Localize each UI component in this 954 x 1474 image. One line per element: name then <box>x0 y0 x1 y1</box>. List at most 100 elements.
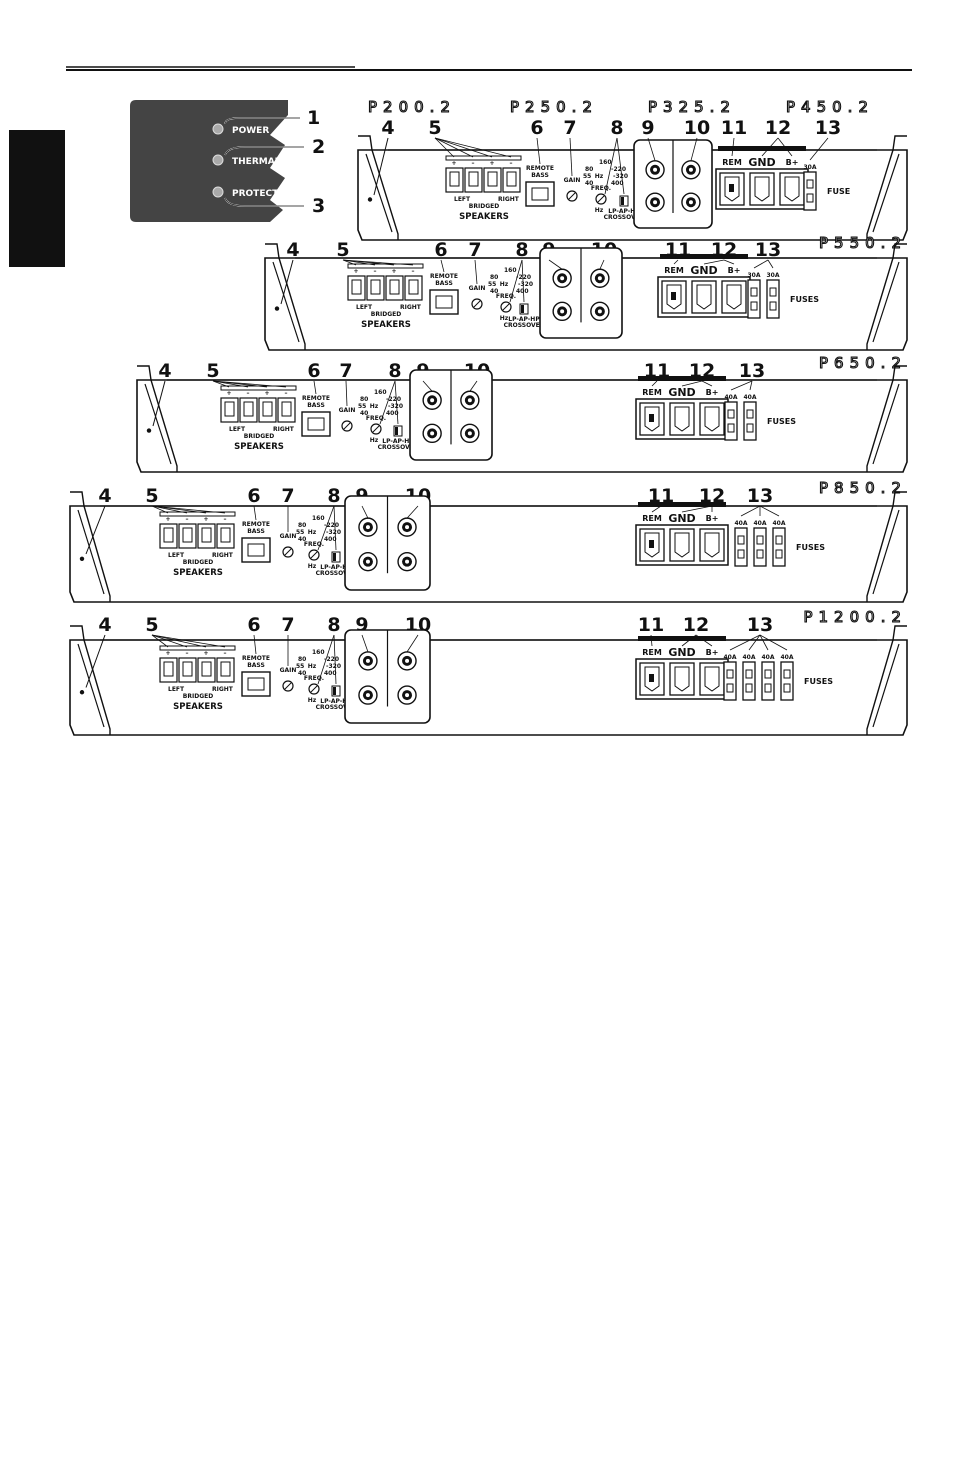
gain-knob-slot <box>284 548 292 556</box>
freq-scale: 55 <box>296 529 304 536</box>
callout-5: 5 <box>336 239 349 261</box>
freq-knob-slot <box>310 685 318 693</box>
freq-scale: 40 <box>360 410 368 417</box>
freq-scale: 80 <box>585 166 593 173</box>
callout-7: 7 <box>468 239 481 261</box>
callout-4: 4 <box>98 485 111 507</box>
power-led-icon <box>212 123 224 135</box>
callout-leader <box>151 505 226 514</box>
fuse-rating: 40A <box>754 520 767 527</box>
gain-label: GAIN <box>280 533 297 540</box>
callout-6: 6 <box>247 614 260 636</box>
speaker-left-label: LEFT <box>229 426 246 433</box>
crossover-switch-toggle <box>621 197 624 205</box>
bplus-label: B+ <box>786 158 799 167</box>
led-label-power: POWER <box>232 126 269 136</box>
chassis-body <box>357 149 908 241</box>
fuse-label: FUSES <box>767 417 796 426</box>
heatsink-fin <box>144 383 172 465</box>
fuse-element <box>726 669 734 679</box>
fuse <box>780 661 794 701</box>
heatsink-fin <box>866 365 907 472</box>
rca-jack-pin <box>365 559 370 564</box>
terminal-clamp <box>754 176 770 202</box>
speakers-label: SPEAKERS <box>234 442 284 452</box>
speakers-label: SPEAKERS <box>173 702 223 712</box>
fuse <box>766 279 780 319</box>
callout-leader <box>759 634 788 651</box>
fuse-element <box>775 535 783 545</box>
remote-bass-label: REMOTE <box>430 273 458 280</box>
freq-scale: 55 <box>488 281 496 288</box>
terminal-polarity: – <box>285 390 288 397</box>
power-terminal-bar <box>638 376 726 381</box>
hz-label: Hz <box>308 663 317 670</box>
callout-leader <box>651 380 658 387</box>
freq-scale: 160 <box>599 159 612 166</box>
callout-leader <box>361 634 369 653</box>
fuse-element <box>756 535 764 545</box>
remote-bass-jack <box>531 187 549 201</box>
freq-scale: 160 <box>504 267 517 274</box>
callout-leader <box>730 380 753 391</box>
callout-11: 11 <box>638 614 664 636</box>
rem-label: REM <box>642 648 662 657</box>
callout-8: 8 <box>388 360 401 382</box>
crossover-switch-toggle <box>333 553 336 561</box>
callout-leader <box>690 137 698 161</box>
terminal-screw <box>201 661 212 677</box>
callout-4: 4 <box>286 239 299 261</box>
rem-screw <box>729 184 734 192</box>
mount-hole <box>79 690 85 695</box>
fuse-element <box>769 287 777 297</box>
terminal-clamp <box>726 284 742 310</box>
fuse-element <box>727 409 735 419</box>
terminal-screw <box>506 171 517 187</box>
callout-leader <box>761 137 779 157</box>
callout-leader <box>373 137 389 196</box>
callout-leader <box>681 634 697 647</box>
heatsink-fin <box>77 643 105 728</box>
freq-scale: -220 <box>516 274 531 281</box>
freq-scale: 400 <box>324 536 337 543</box>
callout-leader <box>749 380 753 391</box>
fuse-element <box>783 669 791 679</box>
fuse-rating: 40A <box>735 520 748 527</box>
callout-4: 4 <box>158 360 171 382</box>
terminal-polarity: + <box>165 516 170 523</box>
bridged-label: BRIDGED <box>244 433 274 440</box>
hz-label: Hz <box>370 403 379 410</box>
terminal-clamp <box>704 532 720 558</box>
rca-jack-pin <box>467 431 472 436</box>
rem-label: REM <box>642 388 662 397</box>
section-tab <box>9 130 65 267</box>
speaker-left-label: LEFT <box>168 686 185 693</box>
callout-leader <box>333 505 337 551</box>
crossover-switch-toggle <box>521 305 524 313</box>
crossover-label: LP-AP-HP <box>320 564 352 571</box>
crossover-switch-toggle <box>395 427 398 435</box>
amp-panel-3: P650.245678910111213+–+–LEFTRIGHTBRIDGED… <box>136 353 908 473</box>
status-led-panel: POWER THERMAL PROTECT 1 2 3 <box>130 100 325 222</box>
callout-leader <box>152 380 166 427</box>
callout-leader <box>767 259 774 269</box>
fuse <box>772 527 786 567</box>
heatsink-fin <box>70 625 111 735</box>
callout-leader <box>748 634 761 651</box>
freq-scale: 400 <box>386 410 399 417</box>
terminal-clamp <box>674 532 690 558</box>
gnd-label: GND <box>668 646 695 659</box>
rca-jack-pin <box>560 276 565 281</box>
callout-leader <box>212 380 287 388</box>
callout-6: 6 <box>247 485 260 507</box>
callout-leader <box>406 634 419 653</box>
crossover-label: CROSSOVER <box>604 214 645 221</box>
freq-scale: 40 <box>585 180 593 187</box>
remote-bass-label: BASS <box>307 402 325 409</box>
callout-8: 8 <box>327 485 340 507</box>
hz-label: Hz <box>308 697 317 704</box>
callout-leader <box>616 137 625 195</box>
terminal-polarity: + <box>264 390 269 397</box>
hz-label: Hz <box>595 173 604 180</box>
fuse-element <box>745 669 753 679</box>
